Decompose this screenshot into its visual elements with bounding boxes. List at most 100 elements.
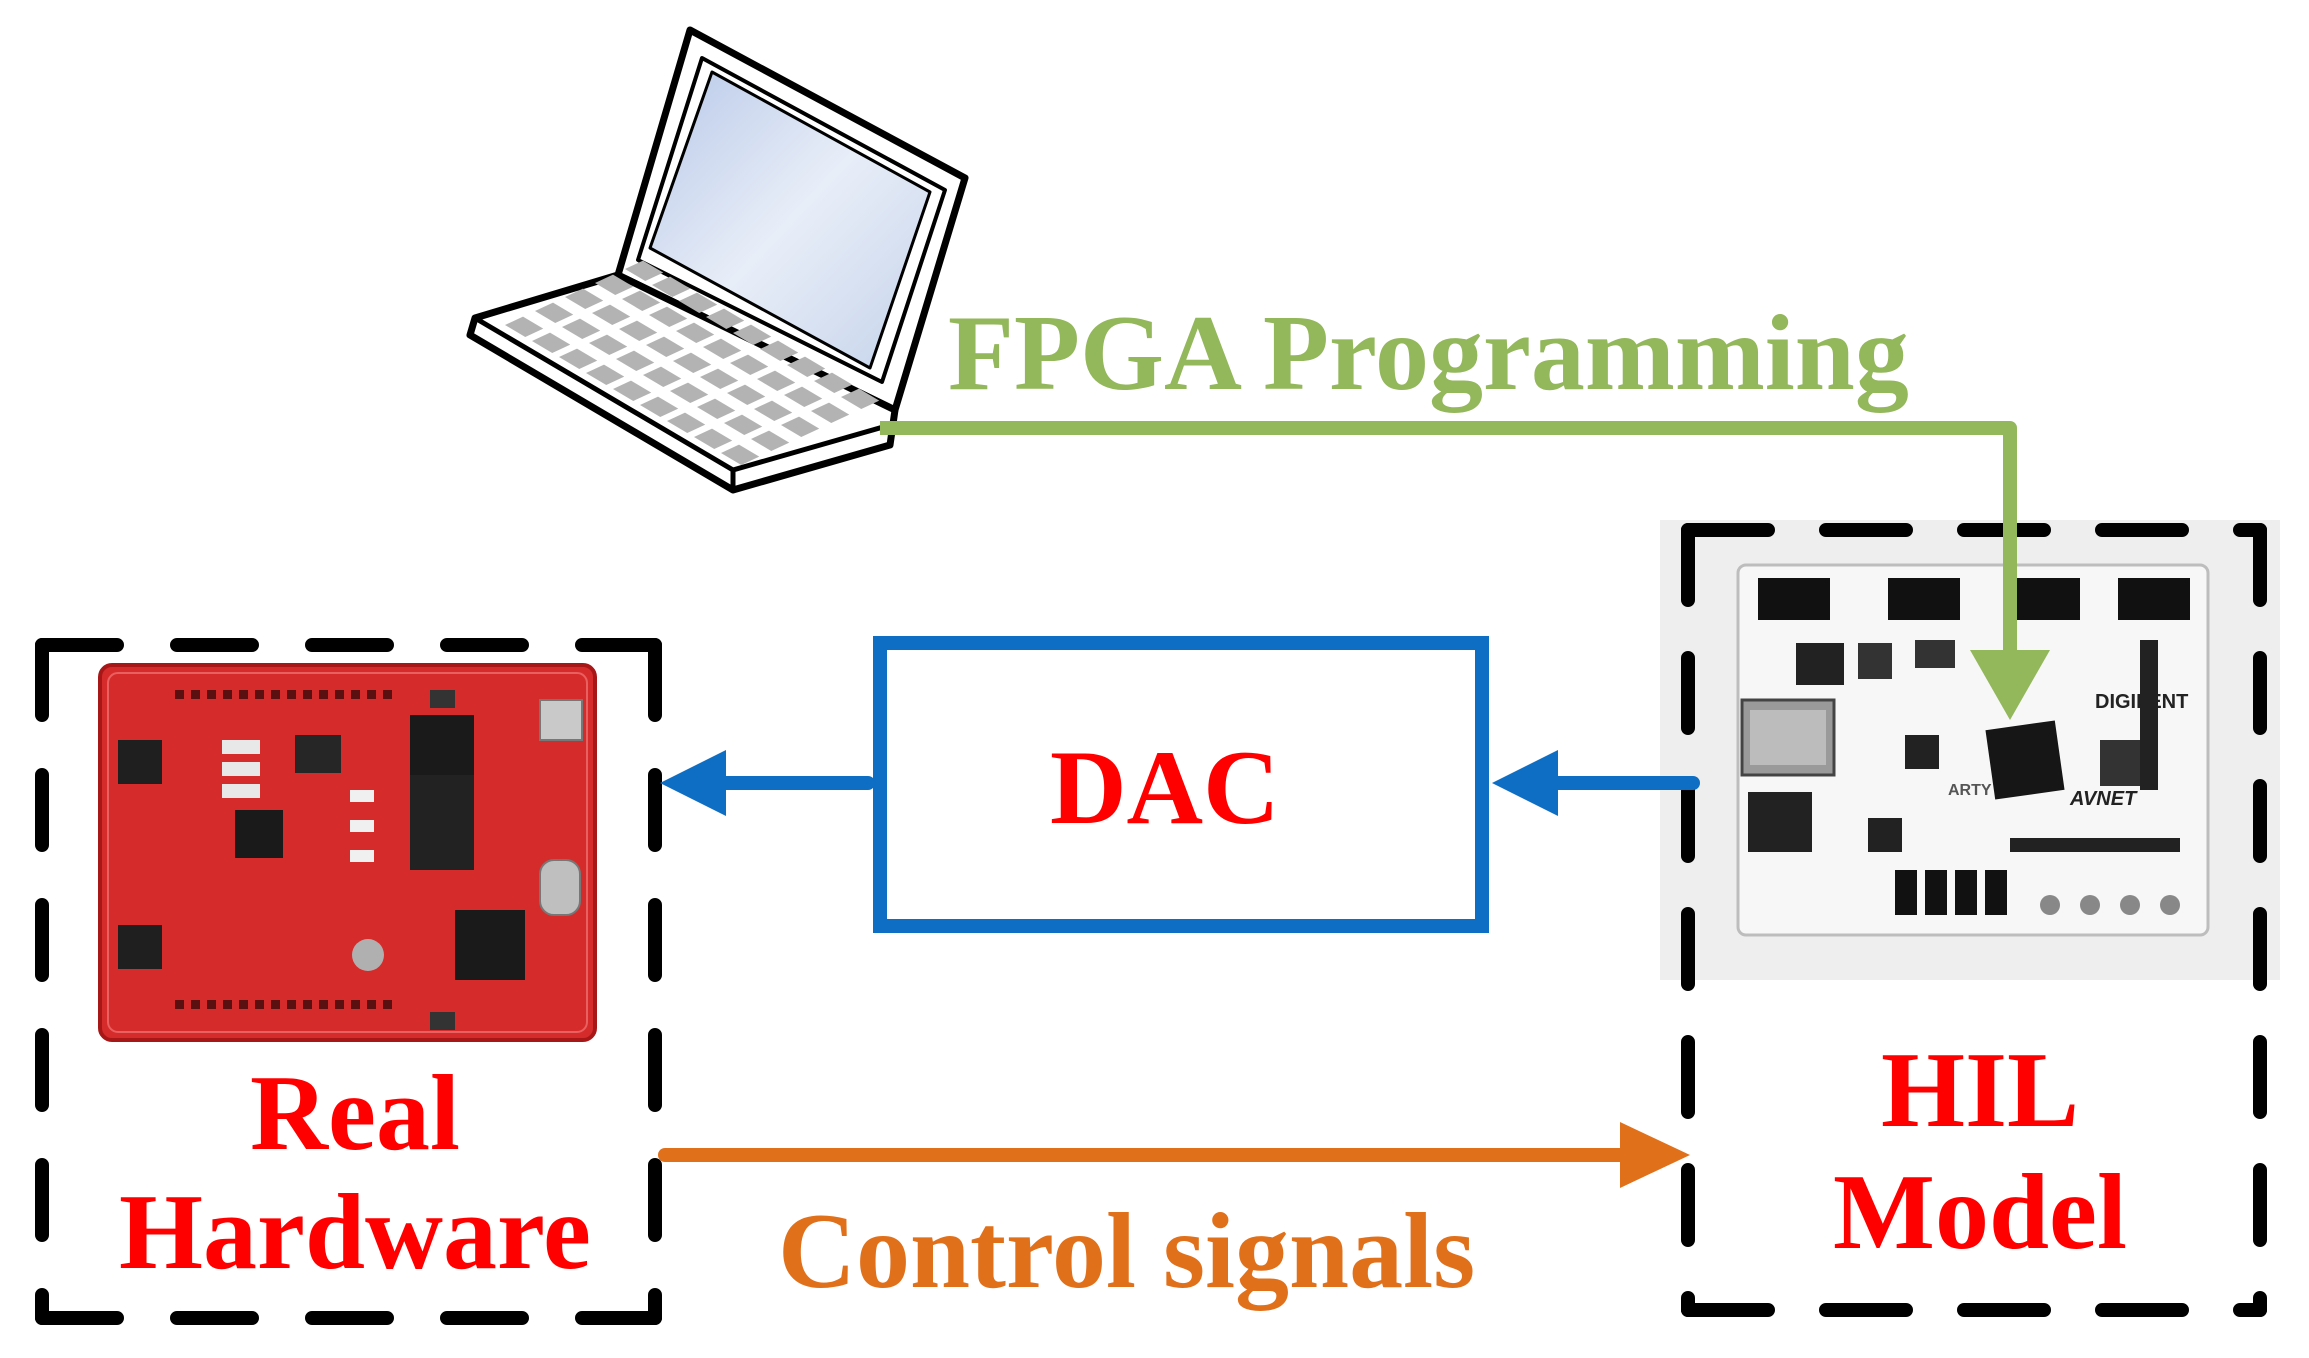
header-pin — [351, 1000, 360, 1009]
keyboard-key — [781, 416, 820, 437]
real-hardware-label-line-2: Hardware — [119, 1172, 591, 1292]
keyboard-key — [694, 428, 733, 449]
header-pin — [287, 690, 296, 699]
keyboard-key — [670, 382, 709, 403]
header-pin — [319, 1000, 328, 1009]
pin-header — [2010, 838, 2180, 852]
header-pin — [303, 690, 312, 699]
battery-holder — [352, 939, 384, 971]
dip-switch — [222, 740, 260, 754]
fpga-programming-label: FPGA Programming — [948, 294, 1909, 413]
keyboard-key — [751, 430, 790, 451]
dip-switch — [222, 762, 260, 776]
header-pin — [367, 690, 376, 699]
keyboard-key — [757, 370, 796, 391]
keyboard-key — [727, 384, 766, 405]
header-pin — [303, 1000, 312, 1009]
keyboard-key — [697, 398, 736, 419]
push-button — [2080, 895, 2100, 915]
keyboard-key — [619, 320, 658, 341]
laptop-icon — [466, 26, 969, 494]
hil-model-label-line-2: Model — [1833, 1153, 2127, 1273]
push-button — [2040, 895, 2060, 915]
keyboard-key — [535, 302, 574, 323]
keyboard-key — [565, 288, 604, 309]
keyboard-key — [616, 350, 655, 371]
keyboard-key — [646, 336, 685, 357]
dip-switch — [222, 784, 260, 798]
hil-model-label-line-1: HIL — [1880, 1031, 2080, 1150]
keyboard-key — [625, 260, 664, 281]
header-pin — [255, 1000, 264, 1009]
keyboard-key — [649, 306, 688, 327]
jumper — [430, 1012, 455, 1030]
push-button — [2120, 895, 2140, 915]
slide-switch — [1985, 870, 2007, 915]
keyboard-key — [724, 414, 763, 435]
keyboard-key — [760, 340, 799, 361]
header-pin — [383, 1000, 392, 1009]
header-pin — [175, 1000, 184, 1009]
header-pin — [191, 690, 200, 699]
hil-model-label: HIL Model — [1760, 1030, 2200, 1274]
keyboard-key — [562, 318, 601, 339]
push-button — [2160, 895, 2180, 915]
keyboard-key — [613, 380, 652, 401]
header-pin — [255, 690, 264, 699]
header-pin — [271, 690, 280, 699]
pin-header — [2140, 640, 2158, 790]
header-pin — [335, 690, 344, 699]
header-pin — [367, 1000, 376, 1009]
keyboard-key — [787, 356, 826, 377]
keyboard-key — [505, 316, 544, 337]
header-pin — [335, 1000, 344, 1009]
jumper — [430, 690, 455, 708]
digilent-logo-text: DIGILENT — [2095, 691, 2188, 713]
fpga-programming-arrow — [880, 421, 2050, 720]
slide-switch — [1955, 870, 1977, 915]
hil-model-frame — [1681, 523, 2267, 1317]
keyboard-key — [841, 388, 880, 409]
pmod-header — [2118, 578, 2190, 620]
avnet-logo-text: AVNET — [2069, 788, 2138, 810]
real-hardware-label: Real Hardware — [90, 1054, 620, 1293]
pmod-header — [1758, 578, 1830, 620]
keyboard-key — [754, 400, 793, 421]
dac-label: DAC — [1050, 729, 1280, 846]
dac-to-hardware-arrow — [660, 750, 875, 816]
keyboard-key — [703, 338, 742, 359]
keyboard-key — [706, 308, 745, 329]
header-pin — [287, 1000, 296, 1009]
keyboard-key — [700, 368, 739, 389]
keyboard-key — [667, 412, 706, 433]
real-hardware-label-line-1: Real — [250, 1054, 460, 1173]
header-pin — [207, 690, 216, 699]
keyboard-key — [532, 332, 571, 353]
keyboard-key — [784, 386, 823, 407]
real-hardware-frame — [35, 638, 662, 1325]
control-signals-arrow — [658, 1122, 1690, 1188]
dac-box — [873, 636, 1489, 933]
arty-logo-text: ARTY — [1948, 782, 1992, 799]
pmod-header — [1888, 578, 1960, 620]
keyboard-key — [811, 402, 850, 423]
header-pin — [175, 690, 184, 699]
microcontroller-board-icon — [98, 663, 597, 1042]
hil-to-dac-arrow — [1492, 750, 1700, 816]
keyboard-key — [721, 444, 760, 465]
pmod-header — [2008, 578, 2080, 620]
header-pin — [223, 1000, 232, 1009]
header-pin — [383, 690, 392, 699]
fpga-board-icon: DIGILENT ARTY AVNET — [1660, 520, 2280, 980]
keyboard-key — [673, 352, 712, 373]
smd-component — [350, 790, 374, 802]
smd-component — [350, 850, 374, 862]
keyboard-key — [679, 292, 718, 313]
keyboard-key — [622, 290, 661, 311]
keyboard-key — [586, 364, 625, 385]
header-pin — [207, 1000, 216, 1009]
slide-switch — [1895, 870, 1917, 915]
header-pin — [191, 1000, 200, 1009]
keyboard-key — [589, 334, 628, 355]
